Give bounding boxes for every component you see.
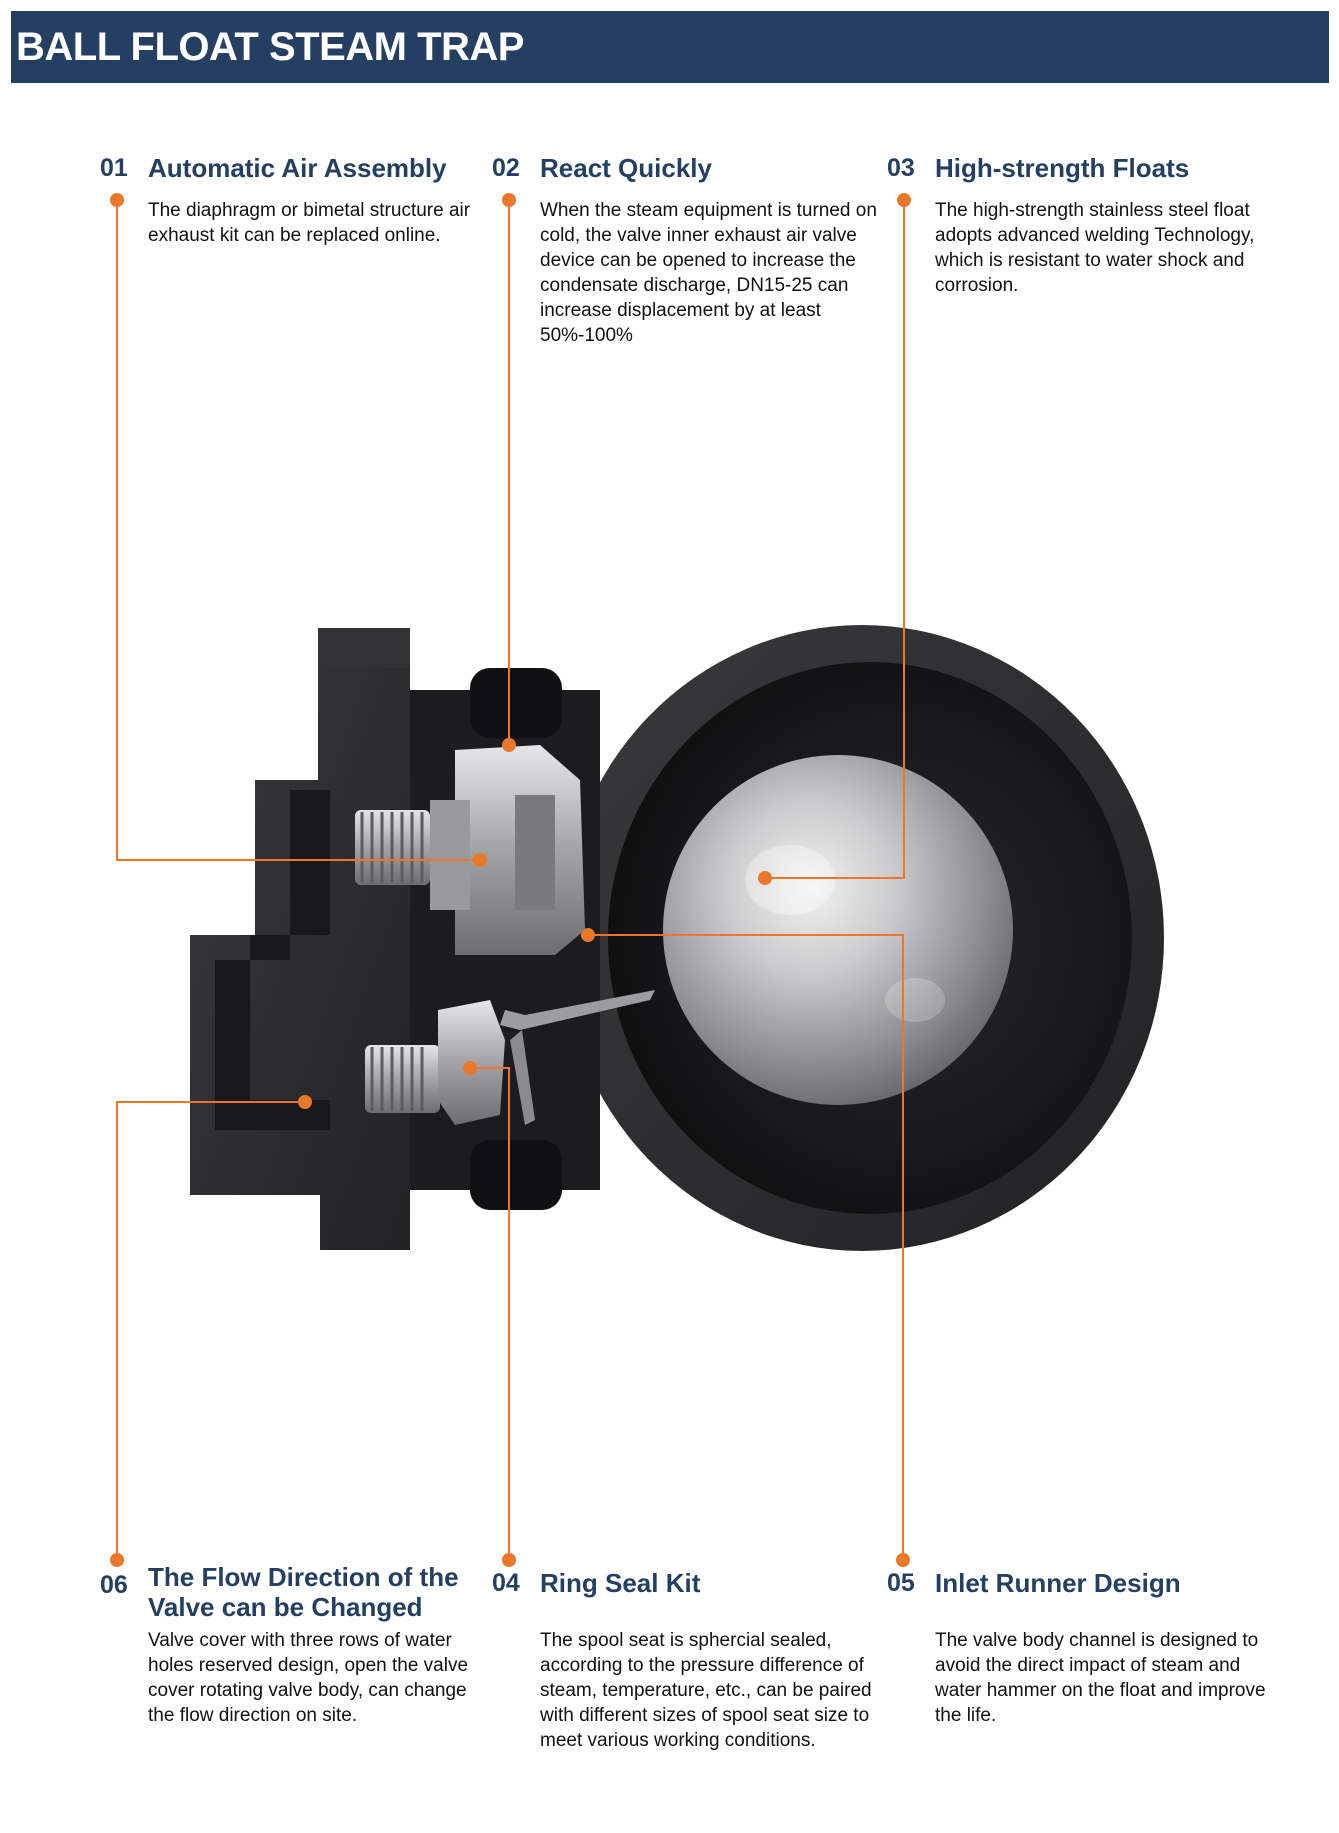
leader-dot-03-end (758, 871, 772, 885)
leader-dot-01-end (473, 853, 487, 867)
feature-title: Inlet Runner Design (935, 1568, 1181, 1598)
leader-dot-02-top (502, 193, 516, 207)
leader-dot-01-top (110, 193, 124, 207)
feature-description: When the steam equipment is turned on co… (540, 200, 877, 346)
leader-line-01 (116, 200, 480, 861)
leader-dot-04-end (463, 1061, 477, 1075)
air-vent-assembly (355, 745, 585, 955)
page-title: BALL FLOAT STEAM TRAP (16, 25, 524, 69)
leader-dot-06-bottom (110, 1553, 124, 1567)
page-header: BALL FLOAT STEAM TRAP (11, 11, 1329, 83)
feature-title: Automatic Air Assembly (148, 153, 447, 183)
feature-number: 04 (492, 1569, 520, 1597)
feature-description: The diaphragm or bimetal structure air e… (148, 200, 471, 246)
feature-description: The high-strength stainless steel float … (935, 200, 1255, 296)
feature-number: 02 (492, 154, 520, 182)
spool-seat-assembly (365, 990, 655, 1125)
feature-number: 06 (100, 1571, 128, 1599)
leader-dot-04-bottom (502, 1553, 516, 1567)
float-ball (663, 755, 1013, 1105)
leader-dot-03-top (897, 193, 911, 207)
feature-description: The valve body channel is designed to av… (935, 1630, 1266, 1726)
leader-lines (116, 200, 905, 1560)
leader-dots (110, 193, 911, 1567)
feature-title: React Quickly (540, 153, 712, 183)
leader-line-06 (116, 1101, 305, 1560)
leader-dot-06-end (298, 1095, 312, 1109)
leader-line-04 (470, 1067, 510, 1560)
feature-title: High-strength Floats (935, 153, 1190, 183)
leader-line-05 (588, 934, 904, 1560)
leader-line-03 (765, 200, 905, 879)
feature-number: 03 (887, 154, 915, 182)
leader-dot-05-end (581, 928, 595, 942)
feature-title: The Flow Direction of the Valve can be C… (148, 1562, 459, 1622)
feature-number: 05 (887, 1569, 915, 1597)
feature-description: Valve cover with three rows of water hol… (148, 1630, 469, 1726)
feature-title: Ring Seal Kit (540, 1568, 701, 1598)
feature-number: 01 (100, 154, 128, 182)
leader-dot-05-bottom (896, 1553, 910, 1567)
feature-description: The spool seat is sphercial sealed, acco… (540, 1630, 872, 1751)
leader-dot-02-end (502, 738, 516, 752)
